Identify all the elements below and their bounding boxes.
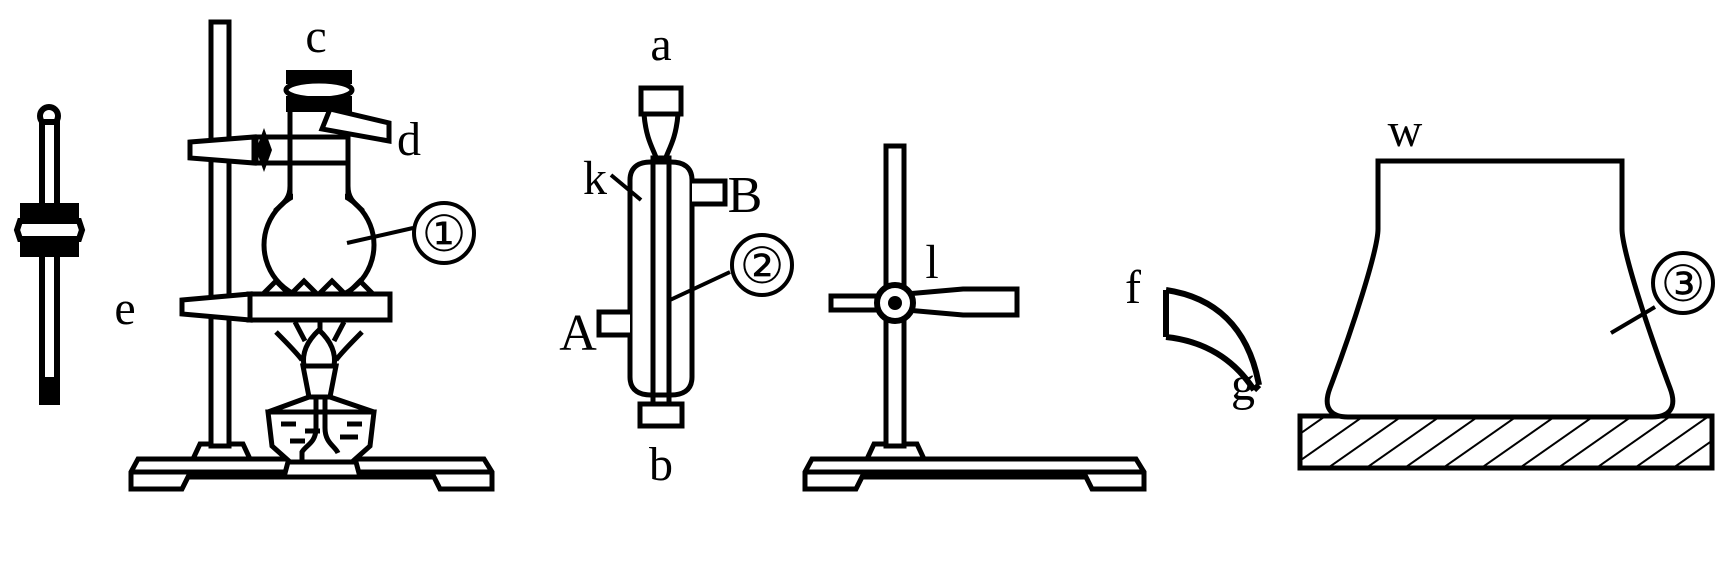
- condenser-jacket: [627, 159, 695, 398]
- stand2-clamp-arm-right: [903, 286, 1020, 318]
- clamp-upper-boss: [256, 128, 272, 172]
- flask-side-arm: [318, 106, 392, 144]
- condenser-port-A-spout: [596, 309, 630, 338]
- alcohol-lamp: [265, 363, 377, 480]
- label-tube-f: f: [1125, 261, 1141, 314]
- support-block: [1297, 413, 1715, 471]
- label-flask-number: ①: [422, 206, 467, 262]
- label-condenser-port-A: A: [559, 305, 597, 362]
- callout-circle-1: [412, 201, 476, 265]
- thermometer-bulb: [39, 377, 60, 405]
- ring-clamp-with-gauze: [179, 277, 393, 323]
- callout-circle-3: [1651, 251, 1715, 315]
- erlenmeyer-body: [1324, 158, 1676, 420]
- lamp-foot: [280, 459, 364, 480]
- ring-clamp-arm: [179, 291, 253, 323]
- label-condenser-top-a: a: [650, 18, 671, 71]
- label-stand-e: e: [114, 282, 135, 335]
- bent-tube: [1163, 287, 1262, 393]
- label-erlenmeyer-number: ③: [1661, 256, 1706, 312]
- label-clamp-l: l: [925, 236, 938, 289]
- lamp-liquid-dashes: [281, 421, 362, 444]
- label-tube-g: g: [1231, 358, 1255, 411]
- label-condenser-bottom-b: b: [649, 438, 673, 491]
- flask-stopper: [283, 70, 355, 112]
- condenser-inner-tube: [650, 155, 672, 411]
- stand2-clamp-screw: [888, 296, 902, 310]
- label-condenser-number: ②: [740, 238, 785, 294]
- leader-line-k: [609, 173, 643, 202]
- leader-line-erlenmeyer: [1609, 305, 1657, 335]
- condenser-port-B-spout: [692, 178, 728, 207]
- lamp-wick-shadow: [322, 397, 341, 455]
- clamp-upper-arm: [187, 134, 257, 166]
- thermometer: [13, 104, 86, 405]
- distillation-setup: [128, 19, 495, 492]
- leader-line-flask: [346, 226, 414, 245]
- stand-vertical-rod: [208, 19, 232, 449]
- label-erlenmeyer-neck-w: w: [1388, 104, 1423, 157]
- bent-tube-outer-wall: [1165, 287, 1262, 386]
- callout-circle-2: [730, 233, 794, 297]
- lamp-wick: [299, 397, 319, 460]
- leader-line-condenser: [669, 270, 731, 302]
- label-condenser-port-B: B: [728, 167, 763, 224]
- flask-shoulder: [273, 185, 365, 213]
- label-stopper-c: c: [305, 10, 326, 63]
- condenser: [596, 85, 794, 429]
- condenser-bottom-collar: [637, 401, 685, 429]
- bent-tube-inner-wall: [1165, 334, 1257, 392]
- iron-stand-clamp: [802, 143, 1147, 492]
- collar-upper-band: [20, 203, 79, 221]
- condenser-top-mouth: [638, 85, 684, 117]
- lamp-wick-holder: [299, 363, 340, 400]
- label-side-arm-d: d: [397, 113, 421, 166]
- thermometer-collar: [13, 203, 86, 257]
- lamp-bowl: [265, 409, 377, 465]
- collar-lower-band: [20, 239, 79, 257]
- flame-outer-arms: [274, 330, 364, 362]
- thermometer-stem: [39, 119, 60, 403]
- label-condenser-jacket-k: k: [583, 152, 607, 205]
- bent-tube-right-end: [1251, 382, 1262, 393]
- lamp-shoulders: [267, 394, 375, 415]
- round-bottom-flask: [261, 96, 377, 303]
- collar-middle-ring: [13, 218, 86, 242]
- flask-neck-joint: [293, 186, 345, 204]
- erlenmeyer-flask: [1297, 158, 1715, 471]
- ring-plate: [246, 291, 393, 323]
